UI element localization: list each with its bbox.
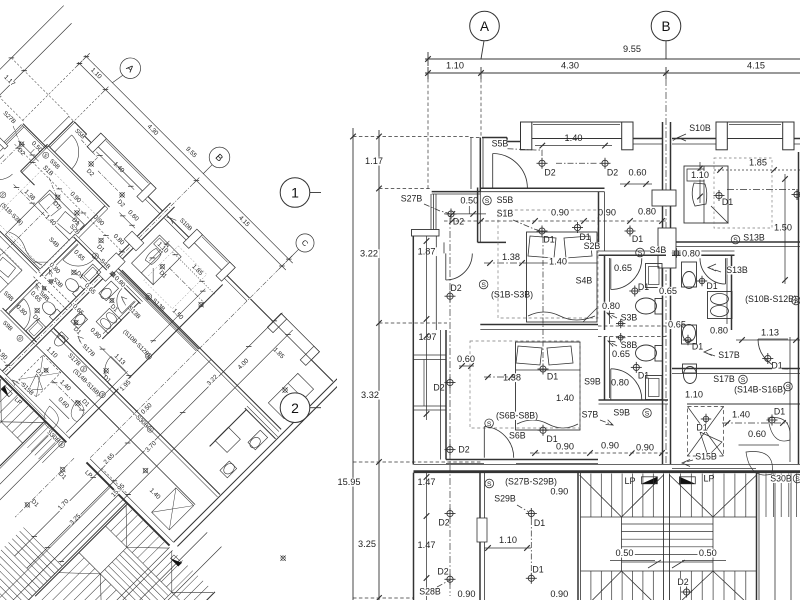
- svg-text:1: 1: [291, 185, 299, 201]
- svg-text:2: 2: [291, 400, 299, 416]
